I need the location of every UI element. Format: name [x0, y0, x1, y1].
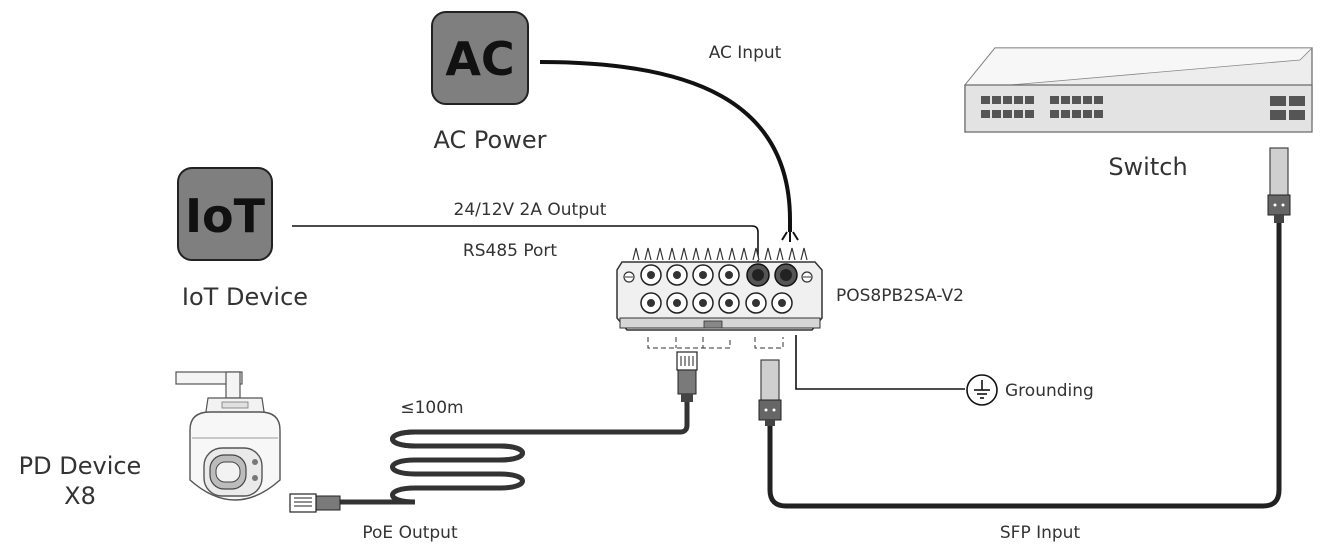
ac-power-node: AC AC Power: [431, 11, 547, 154]
switch-label: Switch: [1108, 153, 1187, 181]
rj45-camera-connector-icon: [289, 493, 341, 513]
rs485-port-label: RS485 Port: [463, 241, 557, 261]
ac-icon: [431, 11, 529, 105]
ac-icon-text: AC: [445, 32, 514, 86]
iot-icon-text: IoT: [185, 189, 266, 243]
sfp-fiber-cable: [767, 223, 1282, 509]
grounding-line: [795, 335, 965, 390]
poe-output-label: PoE Output: [362, 523, 458, 543]
poe-ports-bracket: [647, 337, 784, 349]
ac-power-label: AC Power: [434, 126, 547, 154]
iot-icon: [177, 167, 273, 261]
sfp-input-label: SFP Input: [1000, 523, 1081, 543]
ac-input-cable: [539, 60, 792, 232]
pd-device-label: PD Device: [19, 452, 142, 480]
cable-length-label: ≤100m: [400, 398, 463, 418]
dc-output-label: 24/12V 2A Output: [454, 200, 607, 220]
poe-ethernet-cable: [340, 402, 690, 505]
grounding-label: Grounding: [1005, 381, 1094, 401]
coil-loops: [390, 429, 525, 463]
switch-icon: Switch: [964, 47, 1313, 181]
ac-input-label: AC Input: [709, 43, 782, 63]
iot-device-node: IoT IoT Device: [177, 167, 308, 311]
pd-device-count: X8: [64, 482, 96, 510]
iot-device-label: IoT Device: [182, 283, 308, 311]
device-model-label: POS8PB2SA-V2: [836, 286, 964, 306]
sfp-device-module-icon: [758, 359, 782, 426]
rj45-connector-icon: [676, 351, 698, 402]
ground-icon: [966, 374, 998, 406]
camera-icon: [175, 371, 281, 501]
ac-cable-wire-ends: [781, 231, 799, 242]
poe-switch-device: POS8PB2SA-V2: [616, 247, 964, 331]
sfp-module-icon: [1267, 147, 1291, 223]
iot-connection-line: [292, 225, 759, 268]
